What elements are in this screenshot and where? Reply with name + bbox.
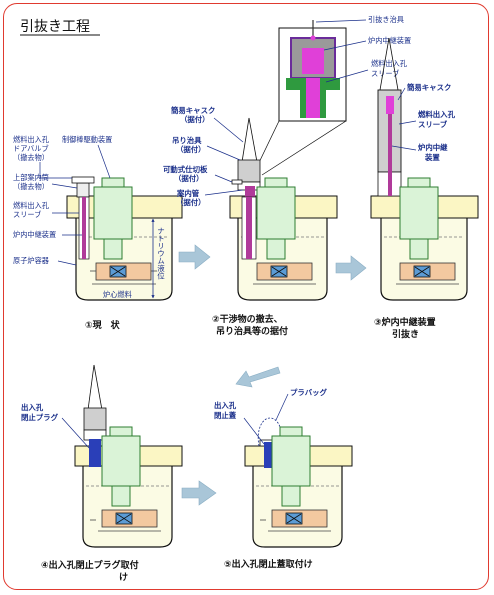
panel-2-reactor [229,117,338,301]
p3-label-relay-1: 炉内中継 [418,143,448,152]
p2-label-jig-2: （据付） [176,145,206,154]
p1-label-door-valve-2: ドアバルブ [13,144,49,153]
p5-label-lid-1: 出入孔 [214,401,237,410]
p3-label-sleeve-2: スリーブ [418,120,448,129]
p1-label-upper-guide-2: （撤去物） [13,182,49,191]
p2-label-cask-1: 簡易キャスク [170,106,215,115]
panel-4-reactor [74,364,183,548]
p3-label-cask: 簡易キャスク [406,83,451,92]
p1-label-core: 炉心燃料 [103,290,132,299]
p3-caption-2: 引抜き [392,328,419,340]
p5-caption: ⑤出入孔閉止蓋取付け [224,558,313,570]
p1-label-door-valve-3: （撤去物） [13,153,49,162]
p1-label-sleeve-1: 燃料出入孔 [13,201,49,210]
p2-caption-2: 吊り治具等の据付 [216,325,288,337]
inset-label-sleeve-2: スリーブ [371,69,399,78]
page-title: 引抜き工程 [20,19,90,35]
p2-label-gate-2: （据付） [174,174,204,183]
p2-label-cask-2: （据付） [180,115,210,124]
p3-label-relay-2: 装置 [424,153,440,162]
p4-label-plug-1: 出入孔 [21,403,44,412]
p1-label-relay: 炉内中継装置 [13,230,56,239]
panel-5-reactor [244,417,353,548]
p2-label-guide-2: （据付） [176,198,206,207]
p1-label-control-rod: 制御棒駆動装置 [62,135,112,144]
panel-3-reactor [370,37,479,301]
p4-label-plug-2: 閉止プラグ [21,413,59,422]
p1-label-sodium: ナトリウム液位 [156,227,165,280]
p2-label-guide-1: 案内管 [176,189,200,198]
inset-detail [278,20,347,122]
p2-label-gate-1: 可動式仕切板 [163,165,208,174]
arrow-4-to-5 [181,480,217,506]
p1-label-door-valve-1: 燃料出入孔 [13,135,49,144]
p2-label-jig-1: 吊り治具 [172,136,202,145]
p4-caption-2: け [119,572,128,583]
p3-caption-1: ③炉内中継装置 [374,316,436,328]
p2-caption-1: ②干渉物の撤去、 [212,313,283,325]
p1-label-upper-guide-1: 上部案内筒 [13,173,49,182]
p3-label-sleeve-1: 燃料出入孔 [417,110,456,119]
p1-label-vessel: 原子炉容器 [13,256,49,265]
arrow-3-to-4 [235,366,281,388]
p4-caption-1: ④出入孔閉止プラグ取付 [41,559,139,571]
panel-1-reactor [66,176,183,301]
p1-caption: ①現 状 [85,319,121,331]
arrow-1-to-2 [178,244,211,270]
figure-frame [3,3,489,590]
arrow-2-to-3 [335,255,367,281]
p5-label-lid-2: 閉止蓋 [214,411,237,420]
inset-label-sleeve-1: 燃料出入孔 [371,59,407,68]
inset-label-jig: 引抜き治具 [368,15,404,24]
p1-label-sleeve-2: スリーブ [13,210,41,219]
p5-label-bag: プラバッグ [290,388,327,397]
